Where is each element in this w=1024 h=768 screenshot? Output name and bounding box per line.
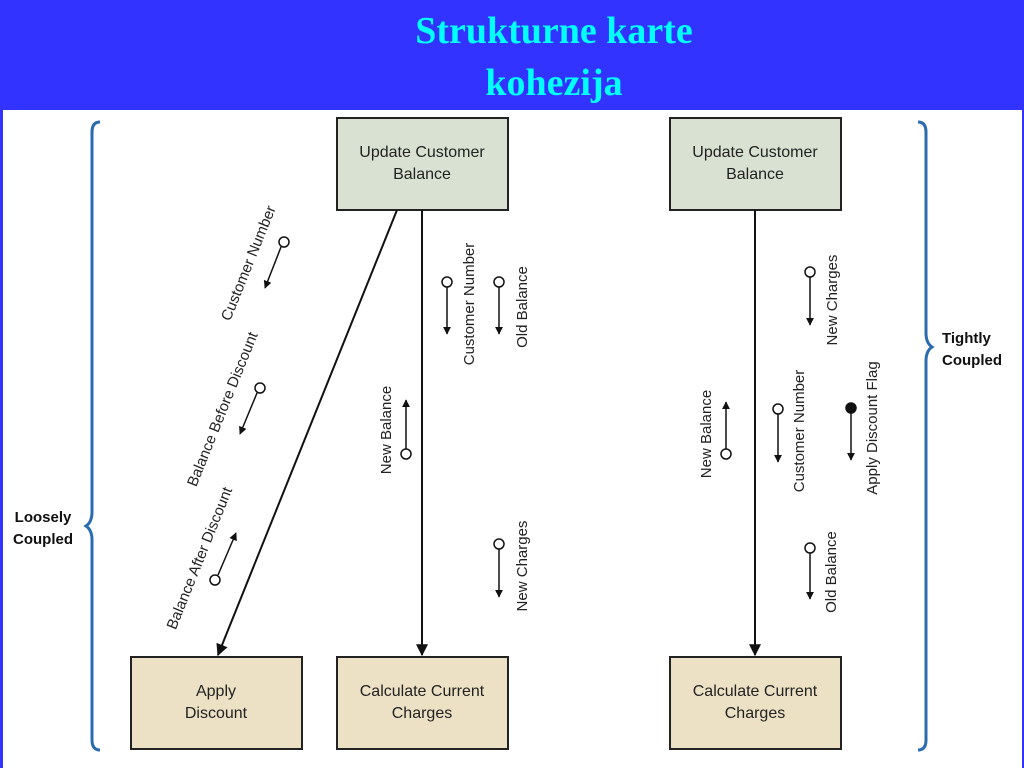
loose-calculate-current-charges-module: Calculate Current Charges [336, 656, 509, 750]
couple-apply-discount-flag [845, 402, 857, 461]
tight-top-module-line1: Update Customer [692, 144, 818, 161]
couple-new-charges-loose [493, 538, 505, 598]
call-line-to-apply-discount [216, 209, 398, 657]
couple-old-balance-tight [804, 542, 816, 600]
tight-label-line1: Tightly [942, 330, 992, 347]
label-old-balance-tight: Old Balance [823, 531, 840, 613]
label-new-charges-loose: New Charges [514, 521, 531, 612]
loose-calc-line1: Calculate Current [360, 683, 485, 700]
tight-calc-line1: Calculate Current [693, 683, 818, 700]
label-new-charges-tight: New Charges [824, 255, 841, 346]
page-subtitle: kohezija [485, 62, 623, 104]
loose-top-module-line2: Balance [393, 166, 451, 183]
tight-label-line2: Coupled [942, 352, 1002, 369]
label-new-balance-loose: New Balance [378, 386, 395, 474]
tight-top-module-line2: Balance [726, 166, 784, 183]
label-apply-discount-flag: Apply Discount Flag [864, 361, 881, 494]
couple-new-charges-tight [804, 266, 816, 326]
label-customer-number-tight: Customer Number [791, 370, 808, 493]
loose-brace [83, 120, 101, 752]
couple-balance-after-discount [209, 532, 237, 586]
couple-balance-before-discount [239, 382, 266, 435]
title-bar: Strukturne karte kohezija [0, 0, 1024, 110]
loose-calc-line2: Charges [392, 705, 452, 722]
diagram-canvas: Loosely Coupled Update Customer Balance … [3, 110, 1022, 768]
label-old-balance-loose: Old Balance [514, 266, 531, 348]
tight-brace [917, 120, 935, 752]
structure-chart-diagram: Loosely Coupled Update Customer Balance … [13, 117, 1002, 752]
couple-new-balance-loose [400, 399, 412, 460]
couple-new-balance-tight [720, 401, 732, 460]
couple-old-balance-loose [493, 276, 505, 335]
loose-label-line1: Loosely [15, 509, 72, 526]
label-customer-number-loose: Customer Number [461, 243, 478, 366]
couple-customer-number-loose [441, 276, 453, 335]
label-customer-number-diagonal: Customer Number [218, 203, 280, 323]
tight-calculate-current-charges-module: Calculate Current Charges [669, 656, 842, 750]
couple-customer-number-tight [772, 403, 784, 463]
apply-discount-line1: Apply [196, 683, 236, 700]
tight-update-customer-balance-module: Update Customer Balance [669, 117, 842, 211]
loose-update-customer-balance-module: Update Customer Balance [336, 117, 509, 211]
tight-calc-line2: Charges [725, 705, 785, 722]
loose-top-module-line1: Update Customer [359, 144, 485, 161]
loose-label-line2: Coupled [13, 531, 73, 548]
couple-customer-number-diagonal [263, 236, 290, 289]
label-new-balance-tight: New Balance [698, 390, 715, 478]
page-title: Strukturne karte [415, 10, 693, 52]
apply-discount-line2: Discount [185, 705, 248, 722]
loose-apply-discount-module: Apply Discount [130, 656, 303, 750]
